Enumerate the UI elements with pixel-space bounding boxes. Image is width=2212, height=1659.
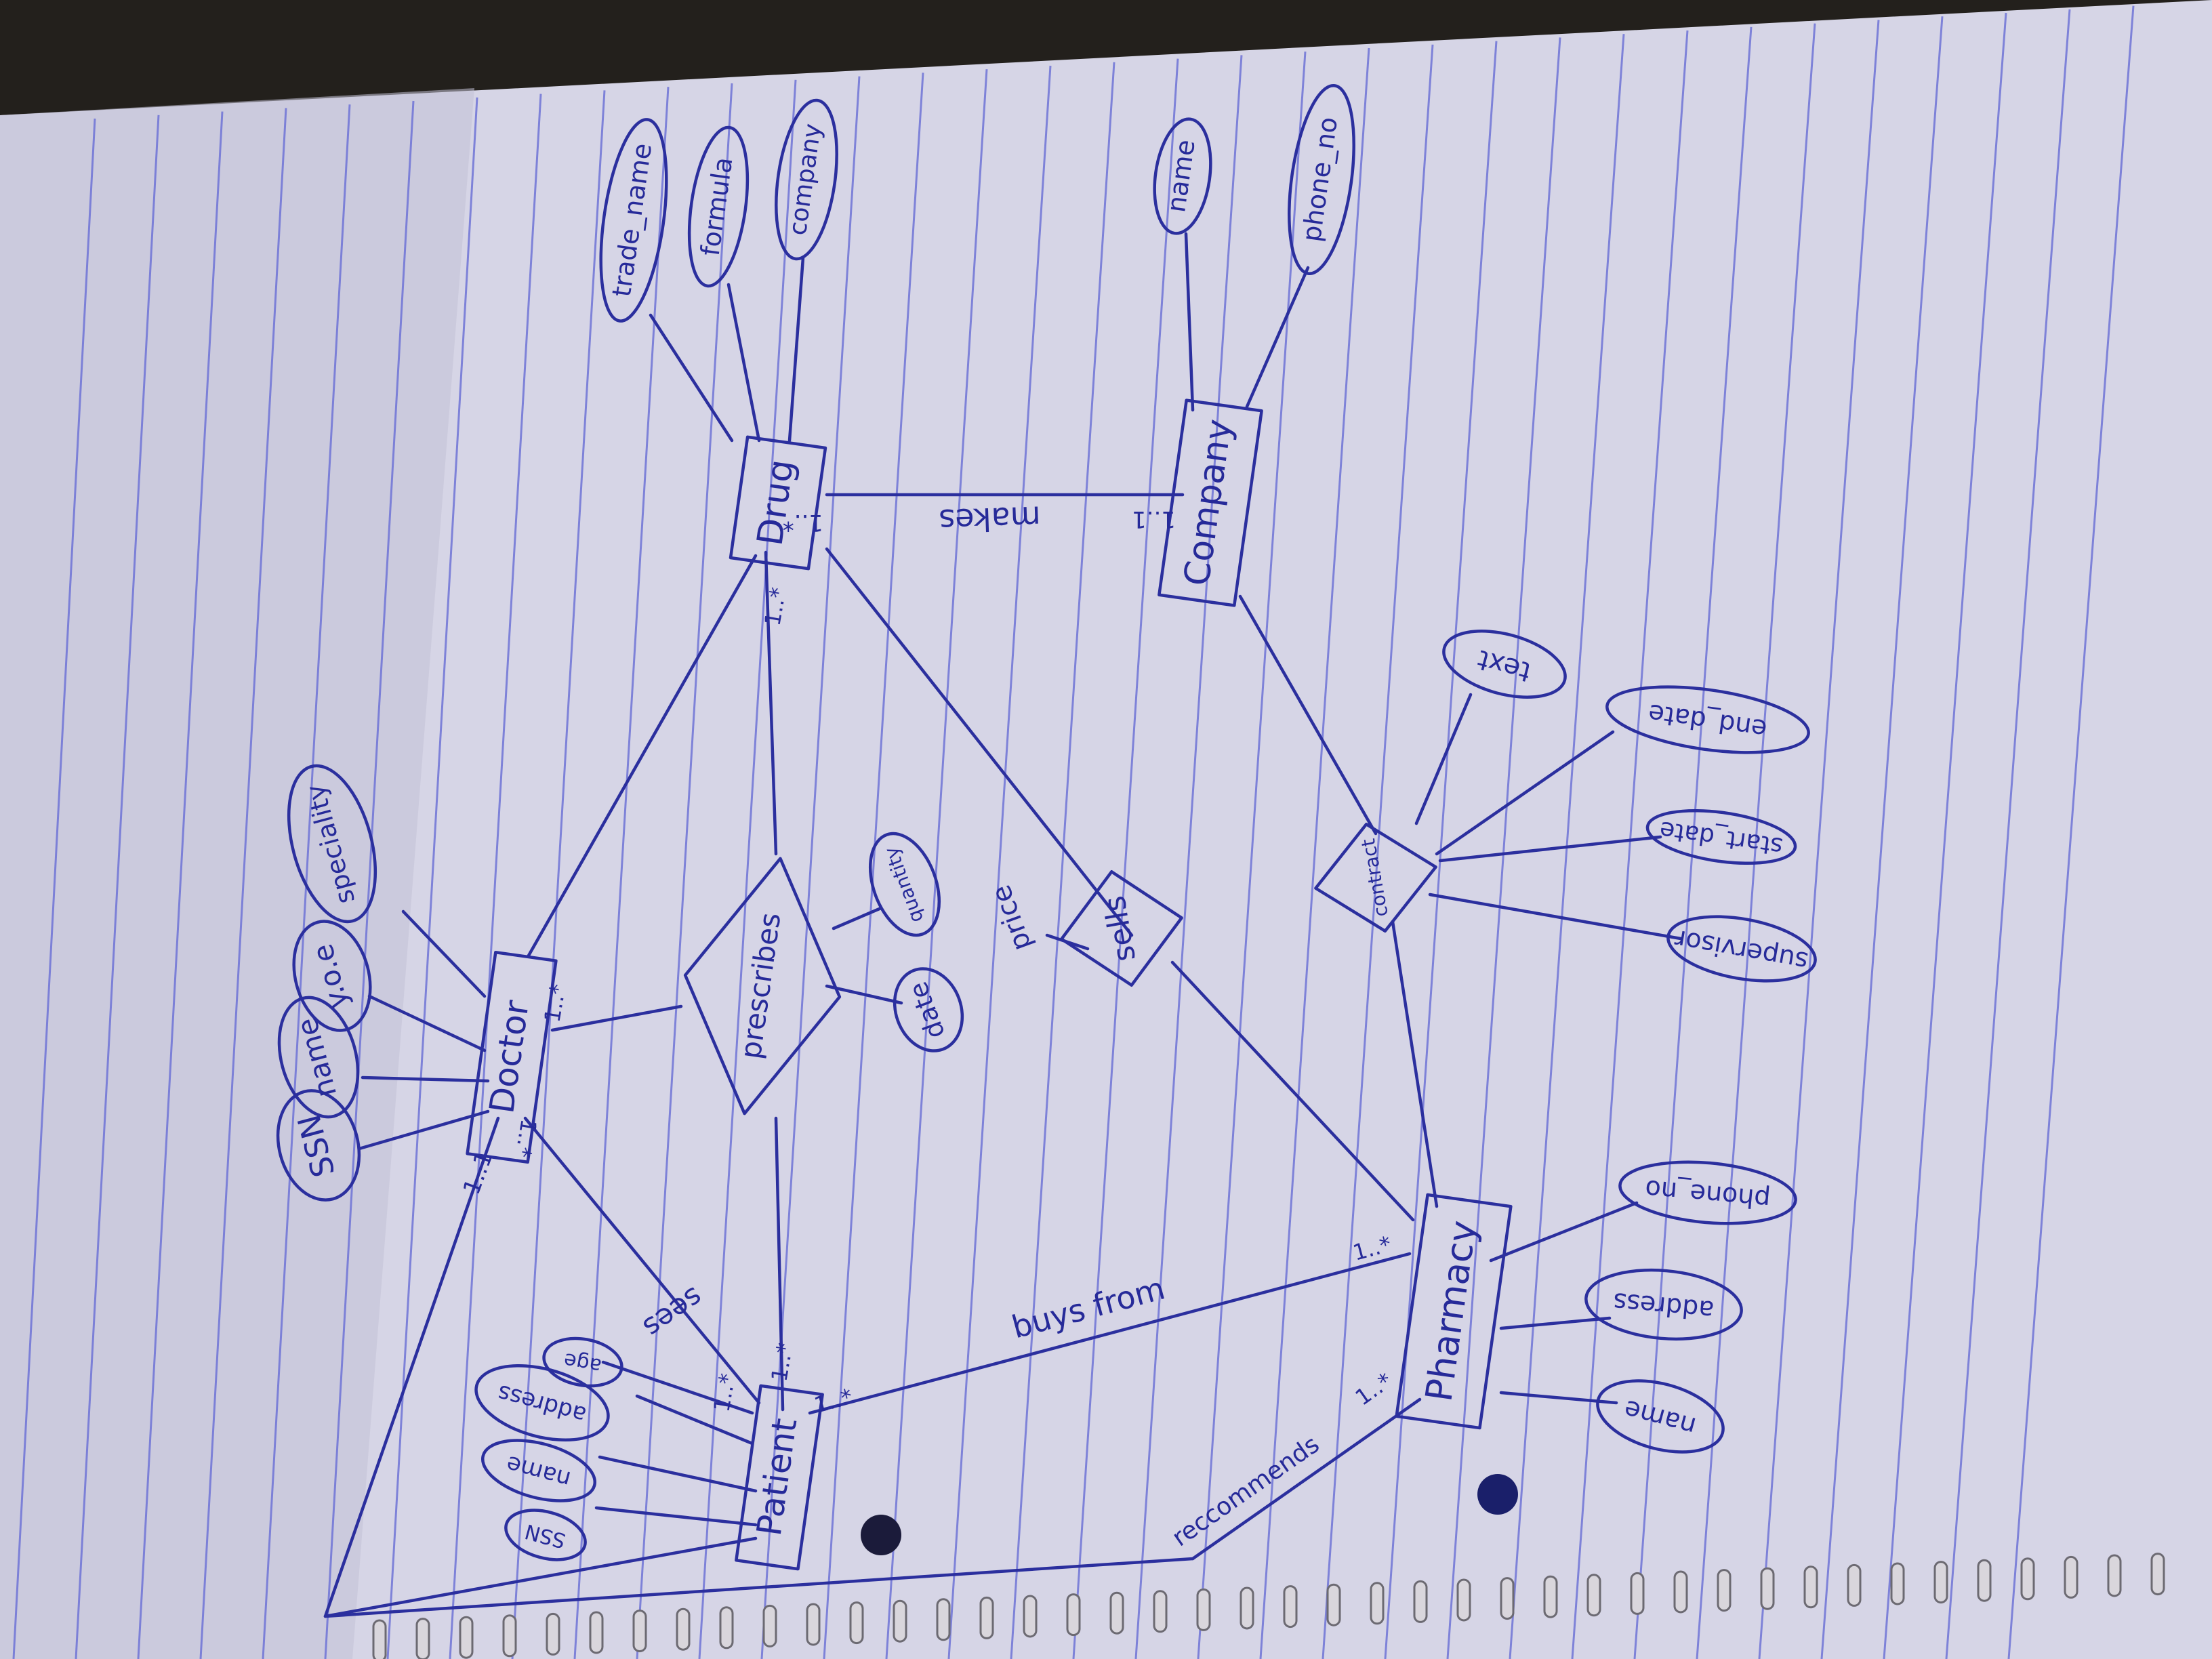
ruled-line — [1259, 47, 1370, 1659]
spiral-ring — [502, 1614, 517, 1658]
relationship-makes-label: makes — [939, 499, 1042, 539]
ruled-line — [760, 76, 861, 1659]
spiral-ring — [1153, 1590, 1168, 1633]
spiral-ring — [1413, 1580, 1428, 1623]
spiral-ring — [719, 1606, 734, 1650]
spiral-ring — [1847, 1563, 1862, 1607]
ruled-line — [1945, 9, 2071, 1659]
spiral-ring — [936, 1598, 951, 1641]
spiral-ring — [1803, 1565, 1818, 1609]
ruled-line — [1134, 55, 1243, 1659]
cardinality-drug-makes: 1..* — [783, 509, 823, 536]
ruled-lines — [12, 5, 2135, 1659]
ruled-line — [1696, 23, 1816, 1659]
ruled-line — [324, 100, 415, 1659]
ruled-line — [262, 104, 351, 1659]
ruled-line — [947, 65, 1052, 1659]
ruled-line — [698, 79, 797, 1659]
spiral-ring — [459, 1616, 474, 1659]
ruled-line — [1010, 62, 1115, 1659]
spiral-ring — [1456, 1578, 1471, 1622]
spiral-ring — [415, 1618, 430, 1659]
ruled-line — [1571, 30, 1689, 1659]
spiral-binding — [372, 1553, 2165, 1659]
spiral-ring — [2107, 1554, 2122, 1597]
spiral-ring — [1240, 1586, 1254, 1630]
ruled-line — [636, 83, 733, 1659]
spiral-ring — [1109, 1591, 1124, 1635]
cardinality-company-makes: 1..1 — [1132, 506, 1176, 533]
spiral-ring — [1196, 1588, 1211, 1631]
spiral-ring — [1760, 1567, 1775, 1610]
ruled-line — [12, 118, 96, 1659]
spiral-ring — [806, 1603, 821, 1646]
ruled-line — [1446, 37, 1561, 1659]
spiral-ring — [1977, 1559, 1992, 1602]
spiral-ring — [979, 1596, 994, 1639]
spiral-ring — [632, 1610, 647, 1653]
ruled-line — [1197, 52, 1307, 1659]
ruled-line — [1758, 20, 1880, 1659]
spiral-ring — [1717, 1569, 1732, 1612]
ruled-line — [386, 97, 478, 1659]
spiral-ring — [1326, 1583, 1341, 1626]
spiral-ring — [1543, 1575, 1558, 1618]
spiral-ring — [589, 1611, 604, 1654]
ruled-line — [2007, 5, 2135, 1659]
punch-hole — [1477, 1474, 1518, 1515]
spiral-ring — [2020, 1557, 2035, 1601]
spiral-ring — [1586, 1574, 1601, 1617]
ruled-line — [1322, 44, 1434, 1659]
spiral-ring — [546, 1612, 560, 1656]
spiral-ring — [1630, 1572, 1645, 1615]
spiral-ring — [1500, 1577, 1515, 1620]
punch-hole — [861, 1515, 901, 1555]
spiral-ring — [1283, 1585, 1298, 1629]
ruled-line — [1820, 16, 1944, 1659]
spiral-ring — [2150, 1553, 2165, 1596]
spiral-ring — [1023, 1595, 1038, 1638]
spiral-ring — [762, 1604, 777, 1647]
paper-shadow — [0, 88, 474, 1659]
spiral-ring — [372, 1619, 387, 1659]
spiral-ring — [1066, 1593, 1081, 1637]
ruled-line — [1883, 12, 2007, 1659]
ruled-line — [75, 115, 160, 1659]
spiral-ring — [1673, 1570, 1688, 1614]
ruled-line — [885, 69, 988, 1659]
ruled-line — [199, 108, 287, 1659]
spiral-ring — [1890, 1562, 1905, 1605]
ruled-line — [137, 111, 224, 1659]
ruled-line — [573, 87, 670, 1659]
spiral-ring — [893, 1599, 907, 1643]
connector-lines — [323, 232, 1683, 1618]
ruled-line — [449, 94, 542, 1659]
spiral-ring — [1370, 1582, 1385, 1625]
spiral-ring — [1933, 1561, 1948, 1604]
ruled-line — [511, 90, 606, 1659]
ruled-line — [1633, 26, 1753, 1659]
ruled-line — [823, 73, 924, 1659]
ruled-line — [1072, 58, 1179, 1659]
spiral-ring — [849, 1601, 864, 1645]
spiral-ring — [2064, 1555, 2078, 1599]
spiral-ring — [676, 1607, 691, 1651]
